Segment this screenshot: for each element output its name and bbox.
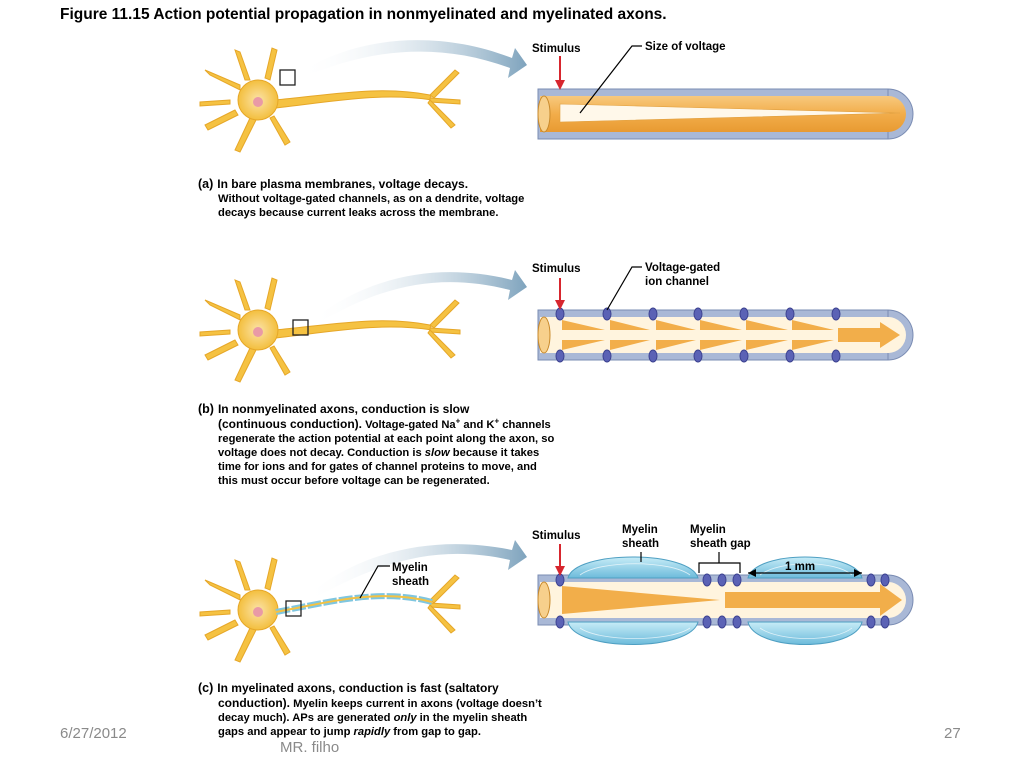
stimulus-arrowhead-b xyxy=(555,300,565,310)
size-voltage-leader xyxy=(579,45,642,114)
voltage-gated-label: Voltage-gated ion channel xyxy=(645,261,720,289)
caption-b-text-1: Voltage-gated Na xyxy=(361,419,456,431)
caption-c-bold-2: conduction). xyxy=(218,696,290,710)
caption-c-text-3: from gap to gap. xyxy=(390,726,481,738)
footer-page-number: 27 xyxy=(944,725,961,742)
myelin-sheath-label: Myelin sheath xyxy=(622,523,659,551)
neuron-a xyxy=(199,47,461,153)
stimulus-label-a: Stimulus xyxy=(532,43,581,55)
stimulus-label-b: Stimulus xyxy=(532,263,581,275)
neuron-myelin-line-1: Myelin xyxy=(392,562,428,574)
neuron-myelin-line-2: sheath xyxy=(392,576,430,588)
panel-c xyxy=(199,540,914,663)
axon-tube-c xyxy=(537,574,914,626)
sheath-gap-line-2: sheath gap xyxy=(690,538,751,550)
caption-b-prefix: (b) xyxy=(198,402,214,416)
channel-leader xyxy=(606,266,642,311)
caption-c-italic-1: only xyxy=(393,712,417,724)
neuron-c-axon-core xyxy=(275,595,433,613)
caption-a-bold: In bare plasma membranes, voltage decays… xyxy=(217,177,469,191)
sheath-gap-label: Myelin sheath gap xyxy=(690,523,751,551)
myelin-sheath-line-1: Myelin xyxy=(622,524,658,536)
stimulus-label-c: Stimulus xyxy=(532,530,581,542)
caption-c-bold-1: In myelinated axons, conduction is fast … xyxy=(217,681,499,695)
caption-b-sup-2: + xyxy=(494,416,500,426)
sheath-gap-bracket xyxy=(698,552,741,573)
caption-b-body: (continuous conduction). Voltage-gated N… xyxy=(198,417,558,488)
caption-c-text-2: in the myelin sheath gaps and appear to … xyxy=(218,712,528,738)
caption-a-prefix: (a) xyxy=(198,177,214,191)
axon-tube-b xyxy=(537,309,914,361)
caption-b-italic: slow xyxy=(424,447,450,459)
myelin-sheath-line-2: sheath xyxy=(622,538,660,550)
caption-a-text: Without voltage-gated channels, as on a … xyxy=(218,193,525,219)
sheath-gap-line-1: Myelin xyxy=(690,524,726,536)
stimulus-arrowhead-a xyxy=(555,80,565,90)
caption-b-text-2: and K xyxy=(460,419,495,431)
caption-a: (a)In bare plasma membranes, voltage dec… xyxy=(198,177,558,220)
caption-b: (b)In nonmyelinated axons, conduction is… xyxy=(198,402,558,488)
size-of-voltage-label: Size of voltage xyxy=(645,41,726,53)
neuron-c xyxy=(199,557,461,663)
zoom-arrow-a xyxy=(300,40,527,78)
distance-label: 1 mm xyxy=(785,561,816,573)
caption-b-sup-1: + xyxy=(455,416,461,426)
ion-channels-c xyxy=(555,573,890,629)
panel-a xyxy=(199,40,914,153)
zoom-box-b xyxy=(292,319,309,336)
caption-b-bold-2: (continuous conduction). xyxy=(218,417,362,431)
zoom-box-a xyxy=(279,69,296,86)
caption-b-text-3: channels regenerate the action potential… xyxy=(218,419,555,459)
panel-b xyxy=(199,266,914,383)
figure-title: Figure 11.15 Action potential propagatio… xyxy=(60,6,667,23)
caption-c-text-1: Myelin keeps current in axons (voltage d… xyxy=(218,698,542,724)
neuron-myelin-label: Myelin sheath xyxy=(392,561,429,589)
zoom-box-c xyxy=(285,600,302,617)
zoom-arrow-b xyxy=(312,270,527,326)
caption-c: (c)In myelinated axons, conduction is fa… xyxy=(198,681,558,739)
distance-arrow xyxy=(748,569,862,577)
caption-c-body: conduction). Myelin keeps current in axo… xyxy=(198,696,548,739)
voltage-gated-line-1: Voltage-gated xyxy=(645,262,721,274)
footer-date: 6/27/2012 xyxy=(60,725,127,742)
axon-tube-a xyxy=(537,88,914,140)
zoom-arrow-c xyxy=(306,540,527,602)
voltage-gated-line-2: ion channel xyxy=(645,276,709,288)
caption-b-text-4: because it takes time for ions and for g… xyxy=(218,447,540,487)
neuron-myelin-leader xyxy=(359,565,390,599)
stimulus-arrowhead-c xyxy=(555,566,565,576)
caption-c-italic-2: rapidly xyxy=(353,726,391,738)
caption-c-prefix: (c) xyxy=(198,681,214,695)
neuron-b xyxy=(199,277,461,383)
footer-author: MR. filho xyxy=(280,739,340,756)
caption-b-bold-1: In nonmyelinated axons, conduction is sl… xyxy=(217,402,470,416)
